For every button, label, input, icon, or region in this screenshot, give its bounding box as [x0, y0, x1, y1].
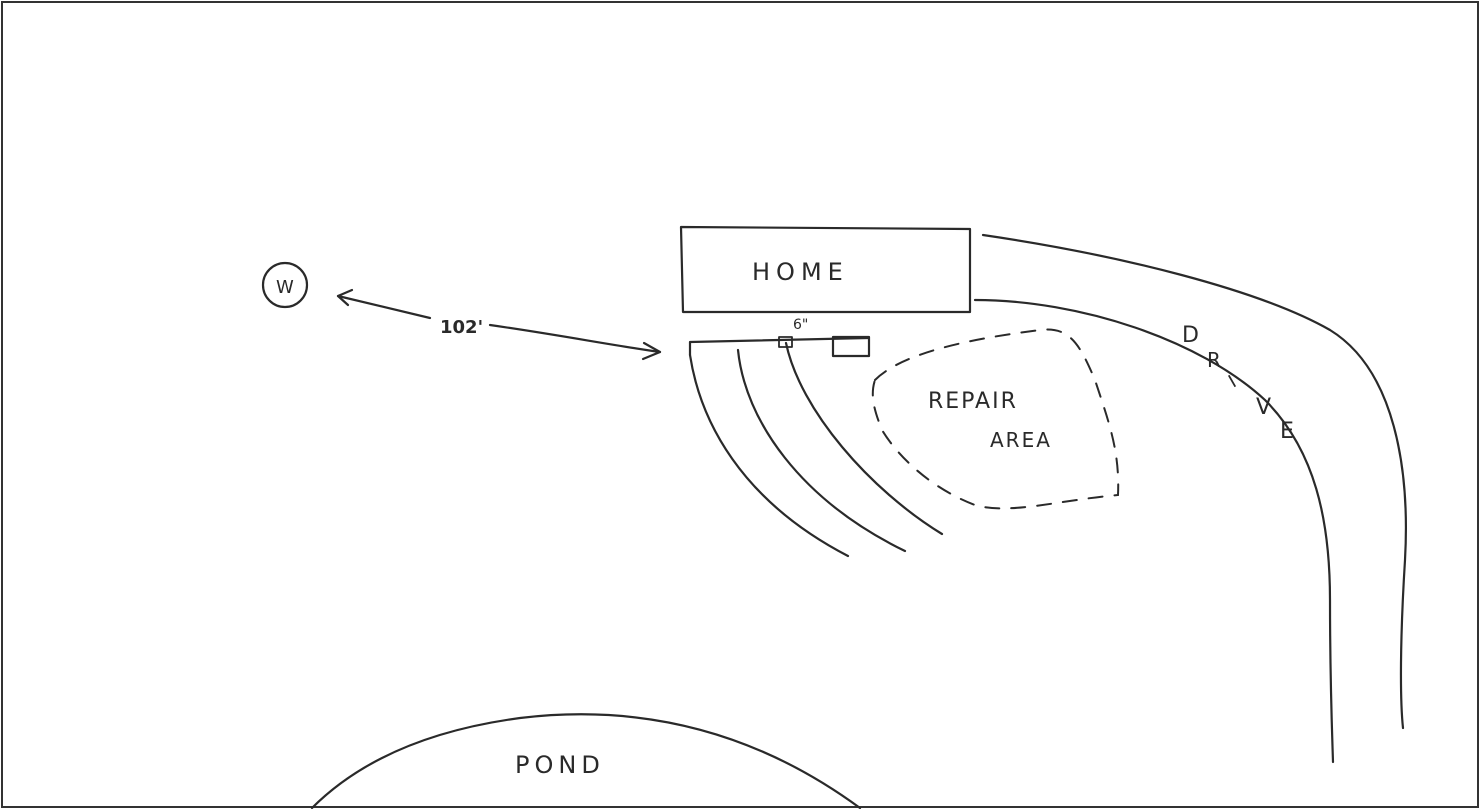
drain-line-2: [736, 348, 907, 553]
pond-label: POND: [515, 751, 605, 779]
distance-label: 102': [440, 317, 483, 338]
well-label: W: [276, 277, 294, 298]
repair-area-outline: [871, 328, 1120, 510]
arrow-segment-left: [336, 294, 432, 320]
distribution-header: [688, 336, 870, 357]
home-building: HOME: [679, 225, 972, 314]
tank-box: [831, 335, 871, 358]
drive-letter-e: E: [1280, 419, 1294, 444]
distance-dimension: 102': [336, 288, 662, 361]
home-label: HOME: [752, 258, 849, 286]
drive-outer-edge: [981, 233, 1407, 730]
pond-outline: [310, 713, 862, 809]
drain-field: 6": [688, 317, 944, 558]
home-outline: [679, 225, 972, 314]
drain-line-3: [784, 341, 944, 536]
repair-label-line2: AREA: [990, 428, 1052, 452]
pond: POND: [310, 713, 862, 809]
small-measure-label: 6": [793, 317, 808, 333]
arrow-segment-right: [488, 323, 662, 354]
arrow-head-left-icon: [336, 288, 354, 307]
driveway: D R I V E: [973, 233, 1407, 764]
inlet-box: [778, 336, 793, 348]
drive-letter-r: R: [1207, 348, 1221, 372]
drive-letter-d: D: [1182, 323, 1199, 348]
repair-area: REPAIR AREA: [871, 328, 1120, 510]
well-circle: [261, 261, 309, 309]
arrow-head-right-icon: [641, 341, 662, 361]
drive-letter-v: V: [1256, 395, 1271, 420]
drain-line-1: [688, 353, 850, 558]
repair-label-line1: REPAIR: [928, 389, 1018, 414]
drive-inner-edge: [973, 298, 1335, 764]
well: W: [261, 261, 309, 309]
